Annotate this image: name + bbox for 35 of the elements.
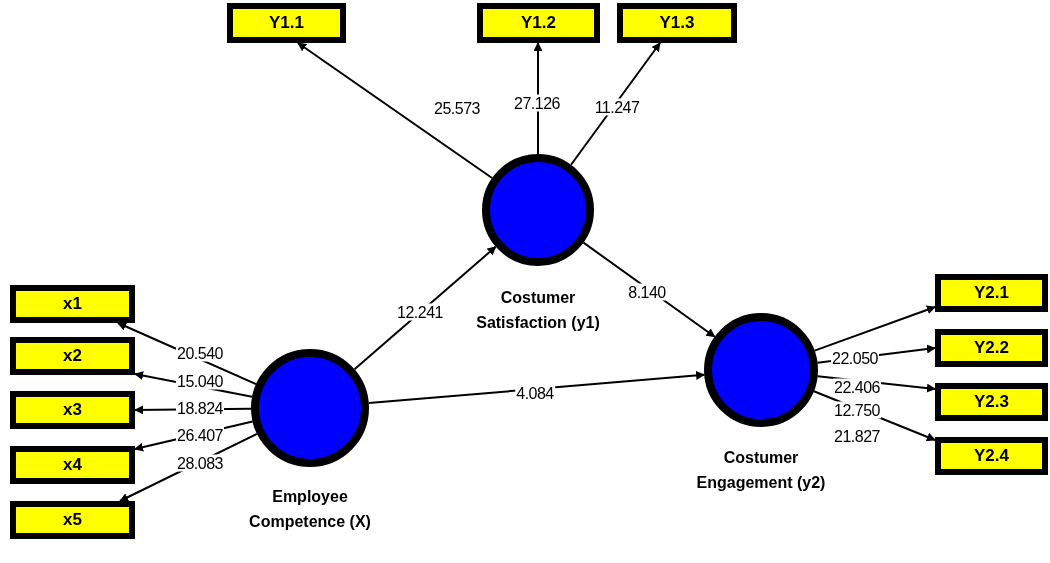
indicator-box: Y1.2	[477, 3, 600, 43]
indicator-box: Y2.3	[935, 383, 1048, 421]
indicator-box: Y1.1	[227, 3, 346, 43]
edge-label: 12.241	[396, 303, 444, 321]
edge-label: 20.540	[176, 344, 224, 362]
edge-label: 15.040	[176, 372, 224, 390]
edge-label: 8.140	[627, 283, 667, 301]
edge-label: 25.573	[433, 99, 481, 117]
edge-label: 12.750	[833, 401, 881, 419]
indicator-box: x3	[10, 391, 135, 429]
construct-label: Costumer Engagement (y2)	[695, 448, 827, 493]
edge-label: 22.050	[831, 349, 879, 367]
edge-label: 28.083	[176, 454, 224, 472]
edge-label: 27.126	[513, 94, 561, 112]
arrow	[353, 245, 497, 371]
arrow	[367, 371, 706, 405]
indicator-box: x1	[10, 285, 135, 323]
indicator-box: Y2.4	[935, 437, 1048, 475]
edge-label: 26.407	[176, 426, 224, 444]
indicator-box: x4	[10, 446, 135, 484]
indicator-box: Y2.2	[935, 329, 1048, 367]
indicator-box: Y1.3	[617, 3, 737, 43]
arrow	[813, 305, 936, 352]
edge-label: 22.406	[833, 378, 881, 396]
indicator-box: x2	[10, 337, 135, 375]
construct-label: Costumer Satisfaction (y1)	[475, 288, 601, 333]
construct-label: Employee Competence (X)	[248, 487, 372, 532]
edge-label: 21.827	[833, 427, 881, 445]
indicator-box: x5	[10, 501, 135, 539]
arrow	[570, 42, 661, 166]
indicator-box: Y2.1	[935, 274, 1048, 312]
arrow	[297, 42, 494, 179]
edge-label: 11.247	[593, 98, 641, 116]
edge-label: 18.824	[176, 399, 224, 417]
edge-label: 4.084	[515, 384, 555, 402]
